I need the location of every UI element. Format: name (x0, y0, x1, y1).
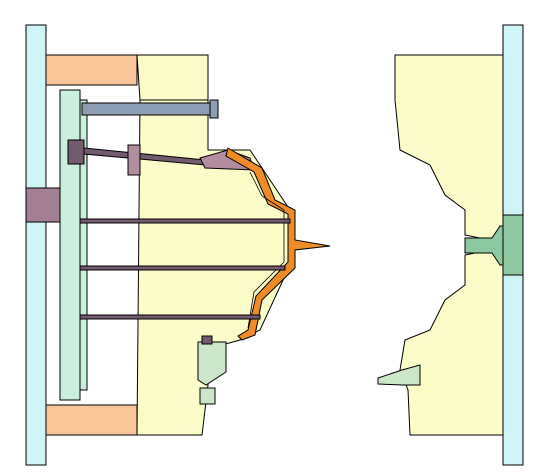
lifter-holder (67, 139, 85, 165)
ejector-pin-2 (79, 265, 286, 271)
locating-ring-left (25, 187, 61, 223)
lifter-guide (127, 144, 141, 176)
return-pin (81, 102, 213, 116)
slide-foot (199, 387, 216, 405)
slide-cap (201, 335, 213, 345)
cavity-plate (394, 54, 504, 436)
return-pin-head (209, 99, 219, 119)
ejector-retainer-plate (79, 99, 88, 391)
support-block-top (45, 54, 138, 86)
left-platen (25, 24, 47, 466)
ejector-plate (59, 89, 81, 401)
ejector-pin-3 (79, 314, 261, 320)
part-inner-line (247, 171, 285, 329)
core-plate (136, 54, 209, 101)
slide-block (197, 341, 227, 386)
support-block-bottom (45, 404, 138, 436)
molded-part (225, 147, 331, 341)
ejector-pin-1 (79, 218, 291, 224)
locating-ring-right (502, 214, 524, 276)
cavity-slide (377, 364, 421, 386)
